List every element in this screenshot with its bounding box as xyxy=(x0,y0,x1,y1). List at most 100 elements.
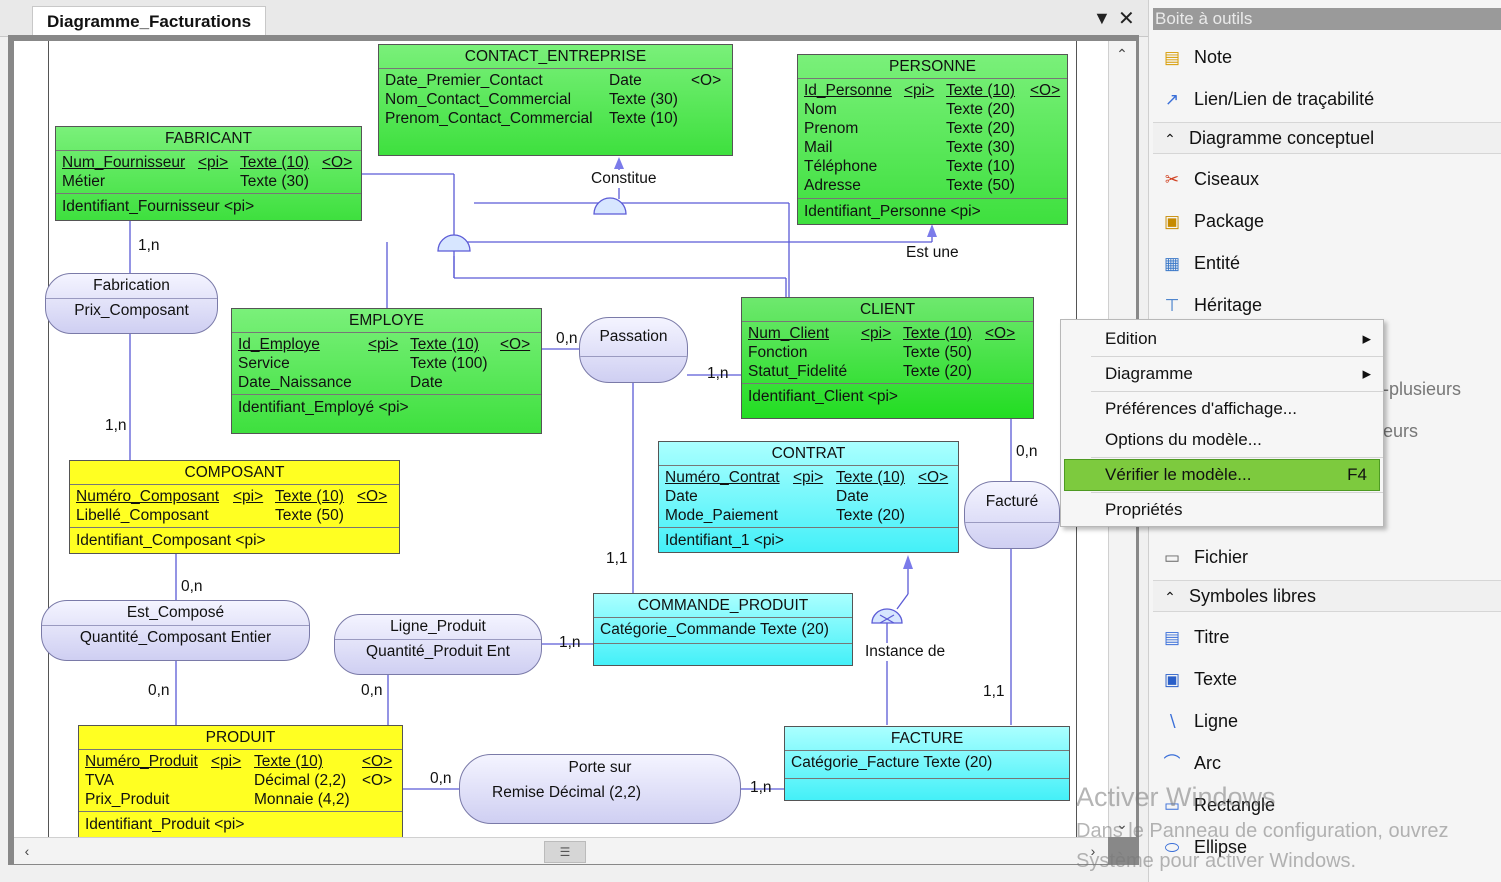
association-fabrication[interactable]: Fabrication Prix_Composant xyxy=(45,273,218,334)
cardinality-label: 1,n xyxy=(707,365,729,382)
toolbox-title: Boite à outils xyxy=(1153,8,1501,30)
scroll-left-icon[interactable]: ‹ xyxy=(24,843,30,859)
pin-icon[interactable]: ▼ xyxy=(1093,8,1111,28)
entity-produit[interactable]: PRODUIT Numéro_Produit<pi>Texte (10)<O> … xyxy=(78,725,403,837)
entity-identifier: Identifiant_Fournisseur <pi> xyxy=(56,193,361,219)
toolbox-item-ellipse[interactable]: ⬭Ellipse xyxy=(1160,832,1247,862)
text-icon: ▣ xyxy=(1163,670,1181,689)
scroll-down-icon[interactable]: ⌄ xyxy=(1116,816,1128,832)
toolbox-item-package[interactable]: ▣Package xyxy=(1160,206,1264,236)
association-ligne-produit[interactable]: Ligne_Produit Quantité_Produit Ent xyxy=(334,614,542,675)
association-title: Ligne_Produit xyxy=(335,615,541,640)
submenu-arrow-icon: ▸ xyxy=(1362,329,1371,348)
entity-composant[interactable]: COMPOSANT Numéro_Composant<pi>Texte (10)… xyxy=(69,460,400,554)
menu-item-preferences[interactable]: Préférences d'affichage... xyxy=(1105,399,1297,418)
entity-attribute-row: Numéro_Contrat<pi>Texte (10)<O> xyxy=(665,469,949,486)
association-passation[interactable]: Passation xyxy=(579,317,688,383)
label-constitue: Constitue xyxy=(591,170,657,188)
entity-attribute-row: Id_Personne<pi>Texte (10)<O> xyxy=(804,82,1061,99)
entity-client[interactable]: CLIENT Num_Client<pi>Texte (10)<O> Fonct… xyxy=(741,297,1034,419)
toolbox-item-partial[interactable]: eurs xyxy=(1383,421,1419,441)
toolbox-item-link[interactable]: ↗Lien/Lien de traçabilité xyxy=(1160,84,1374,114)
inheritance-symbol-est-une xyxy=(437,234,471,252)
package-icon: ▣ xyxy=(1163,212,1181,231)
entity-personne[interactable]: PERSONNE Id_Personne<pi>Texte (10)<O> No… xyxy=(797,54,1068,225)
menu-item-edition[interactable]: Edition▸ xyxy=(1061,324,1383,354)
rectangle-icon: ▭ xyxy=(1163,796,1181,815)
arc-icon: ⌒ xyxy=(1163,754,1181,773)
menu-separator xyxy=(1091,457,1383,458)
association-porte-sur[interactable]: Porte sur Remise Décimal (2,2) xyxy=(459,754,741,824)
chevron-up-icon: ⌃ xyxy=(1164,131,1176,147)
toolbox-item-rectangle[interactable]: ▭Rectangle xyxy=(1160,790,1275,820)
association-title: Porte sur xyxy=(568,759,632,776)
context-menu: Edition▸ Diagramme▸ Préférences d'affich… xyxy=(1060,319,1384,527)
menu-separator xyxy=(1091,356,1383,357)
entity-title: FABRICANT xyxy=(56,127,361,151)
cardinality-label: 1,n xyxy=(750,779,772,796)
toolbox-item-titre[interactable]: ▤Titre xyxy=(1160,622,1229,652)
cardinality-label: 0,n xyxy=(148,682,170,699)
toolbox-item-ciseaux[interactable]: ✂Ciseaux xyxy=(1160,164,1259,194)
submenu-arrow-icon: ▸ xyxy=(1362,364,1371,383)
scroll-up-icon[interactable]: ⌃ xyxy=(1116,46,1128,62)
toolbox-section-conceptuel[interactable]: ⌃Diagramme conceptuel xyxy=(1153,122,1501,154)
note-icon: ▤ xyxy=(1163,48,1181,67)
page-border-left xyxy=(48,41,49,837)
toolbox-item-entite[interactable]: ▦Entité xyxy=(1160,248,1240,278)
toolbox-section-symboles[interactable]: ⌃Symboles libres xyxy=(1153,580,1501,612)
association-title: Est_Composé xyxy=(42,601,309,626)
toolbox-item-fichier[interactable]: ▭Fichier xyxy=(1160,542,1248,572)
association-attribute: Quantité_Produit Ent xyxy=(366,643,510,660)
association-attribute: Prix_Composant xyxy=(74,302,189,319)
entity-title: COMMANDE_PRODUIT xyxy=(594,594,852,618)
entity-identifier: Identifiant_Client <pi> xyxy=(742,383,1033,409)
arrow-constitue xyxy=(614,157,624,169)
close-icon[interactable]: ✕ xyxy=(1118,8,1135,30)
line-icon: ∖ xyxy=(1166,712,1178,731)
scissors-icon: ✂ xyxy=(1164,170,1180,189)
entity-identifier: Identifiant_Employé <pi> xyxy=(232,394,541,420)
toolbox-item-texte[interactable]: ▣Texte xyxy=(1160,664,1237,694)
entity-identifier: Identifiant_1 <pi> xyxy=(659,527,958,553)
menu-item-options[interactable]: Options du modèle... xyxy=(1105,430,1262,449)
toolbox-item-note[interactable]: ▤Note xyxy=(1160,42,1232,72)
entity-icon: ▦ xyxy=(1163,254,1181,273)
entity-contrat[interactable]: CONTRAT Numéro_Contrat<pi>Texte (10)<O> … xyxy=(658,441,959,553)
association-title: Passation xyxy=(580,318,687,357)
instance-symbol xyxy=(871,608,903,624)
toolbox-item-arc[interactable]: ⌒Arc xyxy=(1160,748,1222,778)
scroll-thumb[interactable]: ☰ xyxy=(544,841,586,863)
entity-fabricant[interactable]: FABRICANT Num_Fournisseur<pi>Texte (10)<… xyxy=(55,126,362,221)
association-est-compose[interactable]: Est_Composé Quantité_Composant Entier xyxy=(41,600,310,661)
entity-commande-produit[interactable]: COMMANDE_PRODUIT Catégorie_Commande Text… xyxy=(593,593,853,666)
entity-title: CONTRAT xyxy=(659,442,958,466)
cardinality-label: 0,n xyxy=(556,330,578,347)
entity-title: PRODUIT xyxy=(79,726,402,750)
entity-employe[interactable]: EMPLOYE Id_Employe<pi>Texte (10)<O> Serv… xyxy=(231,308,542,434)
arrow-instance xyxy=(903,555,913,569)
toolbox-item-ligne[interactable]: ∖Ligne xyxy=(1160,706,1238,736)
toolbox-item-partial[interactable]: -plusieurs xyxy=(1383,379,1462,399)
menu-item-diagramme[interactable]: Diagramme▸ xyxy=(1061,359,1383,389)
link-icon: ↗ xyxy=(1164,90,1180,109)
inheritance-icon: ⊤ xyxy=(1164,296,1180,315)
menu-item-proprietes[interactable]: Propriétés xyxy=(1105,500,1183,519)
scroll-right-icon[interactable]: › xyxy=(1090,843,1096,859)
association-facture[interactable]: Facturé xyxy=(964,481,1060,549)
entity-facture[interactable]: FACTURE Catégorie_Facture Texte (20) xyxy=(784,726,1070,801)
toolbox-item-heritage[interactable]: ⊤Héritage xyxy=(1160,290,1262,320)
horizontal-scrollbar[interactable]: ‹ ☰ › xyxy=(14,837,1108,864)
document-tab[interactable]: Diagramme_Facturations xyxy=(32,6,267,37)
menu-item-verifier-modele[interactable]: Vérifier le modèle...F4 xyxy=(1064,459,1380,491)
